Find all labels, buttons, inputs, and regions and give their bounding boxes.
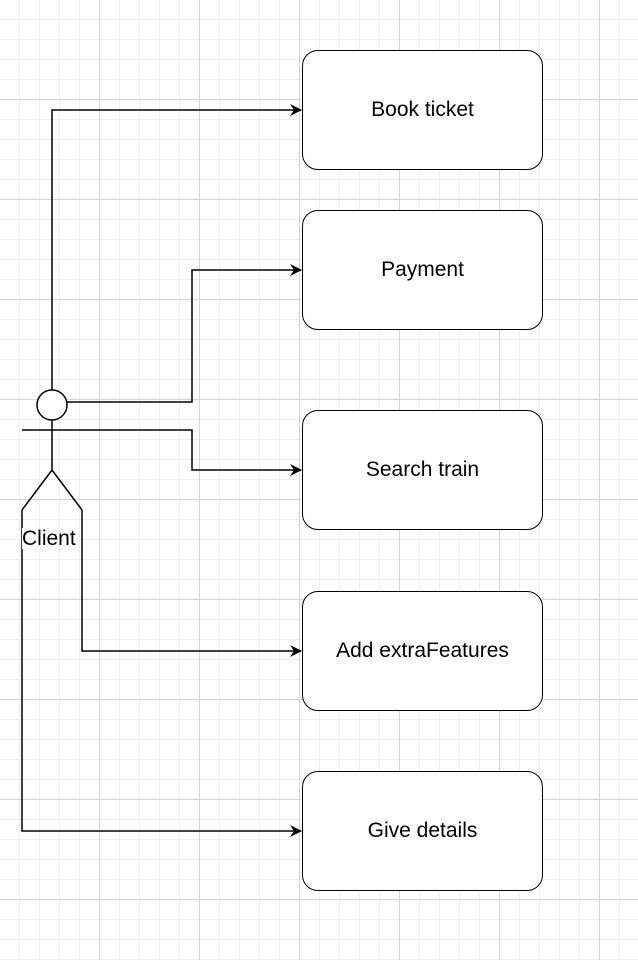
use-case-search-train[interactable]: Search train <box>302 410 543 530</box>
use-case-add-extra-features[interactable]: Add extraFeatures <box>302 591 543 711</box>
actor-legs <box>21 468 83 511</box>
connector-payment <box>66 264 302 403</box>
connector-search-train <box>82 429 302 476</box>
use-case-give-details[interactable]: Give details <box>302 771 543 891</box>
actor-head <box>36 389 68 421</box>
connector-give-details <box>21 510 302 837</box>
connector-book-ticket <box>51 104 302 390</box>
connector-add-extra-features <box>81 510 302 657</box>
use-case-payment[interactable]: Payment <box>302 210 543 330</box>
use-case-book-ticket[interactable]: Book ticket <box>302 50 543 170</box>
actor-label: Client <box>22 527 76 550</box>
actor-stick-figure <box>21 389 83 511</box>
